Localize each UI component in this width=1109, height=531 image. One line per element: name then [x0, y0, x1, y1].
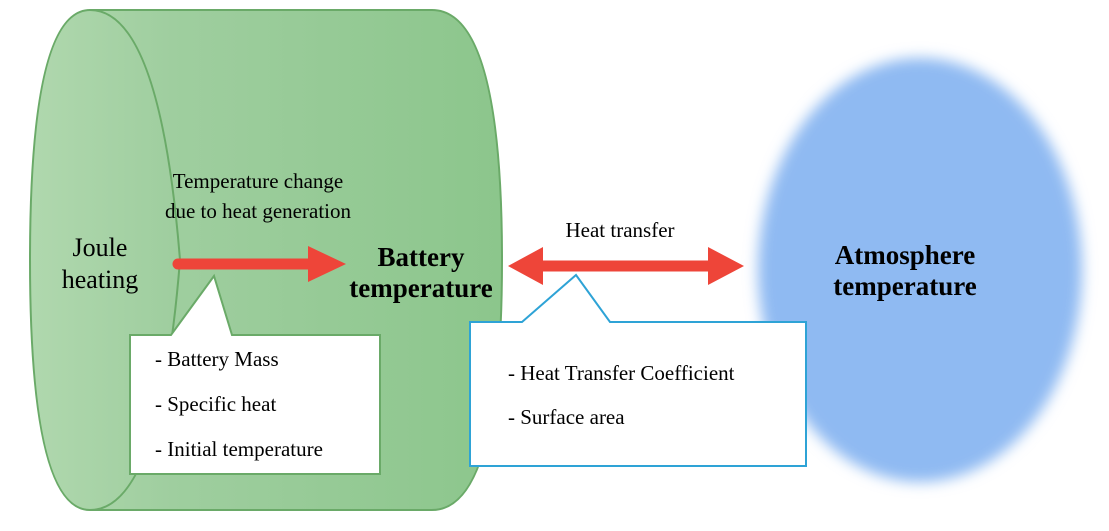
heat-transfer-properties-callout — [469, 273, 807, 467]
heat-transfer-arrowhead-right — [708, 247, 744, 285]
battery-temperature-line-2: temperature — [349, 273, 493, 303]
atmosphere-temperature-line-1: Atmosphere — [834, 240, 976, 270]
temperature-change-line-2: due to heat generation — [164, 199, 351, 223]
heat-generation-arrowhead — [308, 246, 346, 282]
transfer-property-item: - Heat Transfer Coefficient — [508, 361, 735, 385]
joule-heating-label: Joule heating — [40, 232, 160, 296]
transfer-properties-list: - Heat Transfer Coefficient - Surface ar… — [508, 356, 734, 444]
transfer-property-item: - Surface area — [508, 405, 625, 429]
atmosphere-ellipse — [758, 58, 1082, 482]
battery-temperature-label: Battery temperature — [336, 242, 506, 304]
battery-temperature-line-1: Battery — [377, 242, 465, 272]
atmosphere-temperature-label: Atmosphere temperature — [800, 240, 1010, 302]
atmosphere-temperature-line-2: temperature — [833, 271, 977, 301]
heat-transfer-arrowhead-left — [508, 247, 543, 285]
heat-transfer-label: Heat transfer — [565, 218, 675, 242]
battery-property-item: - Specific heat — [155, 392, 277, 416]
battery-properties-callout — [129, 273, 381, 475]
battery-property-item: - Initial temperature — [155, 437, 323, 461]
joule-heating-line-2: heating — [61, 265, 139, 294]
temperature-change-line-1: Temperature change — [172, 169, 344, 193]
temperature-change-label: Temperature change due to heat generatio… — [128, 166, 388, 226]
battery-properties-list: - Battery Mass - Specific heat - Initial… — [155, 342, 323, 477]
battery-property-item: - Battery Mass — [155, 347, 279, 371]
joule-heating-line-1: Joule — [72, 233, 128, 262]
